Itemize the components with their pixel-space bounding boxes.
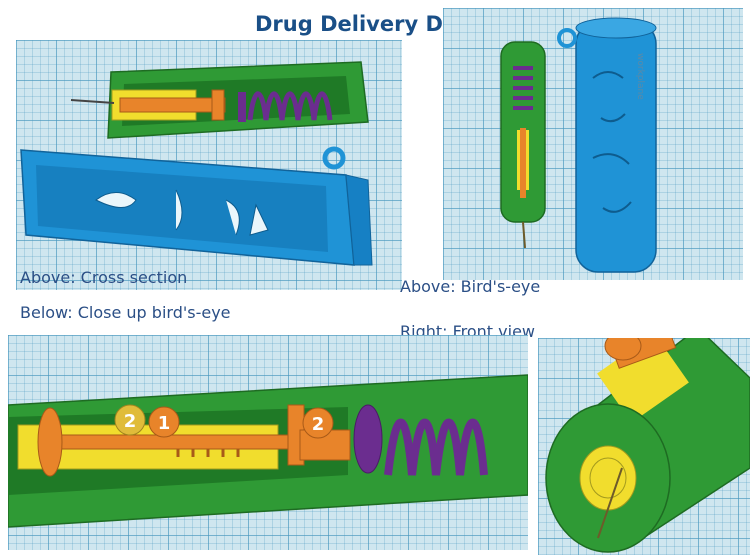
caption-closeup: Below: Close up bird's-eye [20,303,231,322]
cross-section-panel [16,40,402,290]
dose-badge-3: 2 [302,407,334,439]
svg-text:1: 1 [158,413,171,434]
front-view-render [545,338,750,553]
cross-section-render [20,61,373,266]
birdseye-render: workplane [500,17,657,273]
closeup-render: 2 1 2 [8,374,528,528]
closeup-panel: 2 1 2 [8,335,528,550]
dose-badge-1: 2 [114,404,146,436]
birdseye-panel: workplane [443,8,743,280]
svg-text:2: 2 [124,411,137,432]
workplane-watermark: workplane [635,53,645,100]
caption-birdseye: Above: Bird's-eye [400,277,541,296]
front-view-panel [538,338,750,555]
dose-badge-2: 1 [148,406,180,438]
svg-text:2: 2 [312,414,325,435]
caption-cross-section: Above: Cross section [20,268,188,287]
